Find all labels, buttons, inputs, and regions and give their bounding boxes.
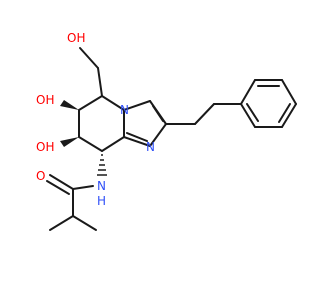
bond-n1-c8a <box>123 136 151 147</box>
piperidine-ring <box>78 95 125 152</box>
hashed-bond-c8-n <box>97 154 107 176</box>
bond-n4-c5 <box>101 95 125 111</box>
bond-c5-ch2 <box>97 67 103 97</box>
bond-ch-me2 <box>72 215 97 231</box>
bond-c8-c8a <box>101 136 125 152</box>
phenyl-bond-1 <box>240 79 256 105</box>
bond-n4-c3 <box>123 100 151 111</box>
atom-oh-low: OH <box>36 140 54 154</box>
bond-ch2-ch2 <box>194 103 215 125</box>
atom-n-amide: N <box>97 179 106 193</box>
molecule-diagram: OH OH OH N N N H O <box>0 0 300 300</box>
atom-n-ring: N <box>120 103 129 117</box>
phenyl-double-2 <box>278 103 291 123</box>
bond-ch-me1 <box>49 215 74 231</box>
imidazole-ring <box>123 100 167 147</box>
atom-oh-top: OH <box>67 31 85 45</box>
bond-c2-n1 <box>149 123 167 147</box>
atom-o-amide: O <box>36 169 45 183</box>
phenyl-bond-3 <box>281 79 297 105</box>
background <box>0 0 300 300</box>
bond-co-o <box>49 174 74 190</box>
phenyl-bond-6 <box>240 103 256 128</box>
wedge-c7-oh <box>60 137 79 147</box>
phenyl-bond-4 <box>281 103 297 128</box>
structure-svg: OH OH OH N N N H O <box>0 0 300 300</box>
atom-n-imidazole: N <box>146 140 155 154</box>
bond-c3-c2-double <box>152 105 164 122</box>
atom-h-amide: H <box>97 194 106 208</box>
atom-oh-mid: OH <box>36 93 54 107</box>
bond-c5-c6 <box>78 95 103 111</box>
bond-ch2-oh <box>79 47 99 69</box>
bond-co-o-double <box>46 180 70 195</box>
bond-n-co <box>72 185 94 190</box>
isobutyramide-group <box>46 174 97 231</box>
bond-n1-c8a-double <box>126 132 148 142</box>
hydroxymethyl-group <box>79 47 103 97</box>
bond-c7-c8 <box>78 136 103 152</box>
phenyl-double-3 <box>246 103 259 122</box>
wedge-c6-oh <box>60 100 79 110</box>
phenethyl-group <box>165 79 297 128</box>
